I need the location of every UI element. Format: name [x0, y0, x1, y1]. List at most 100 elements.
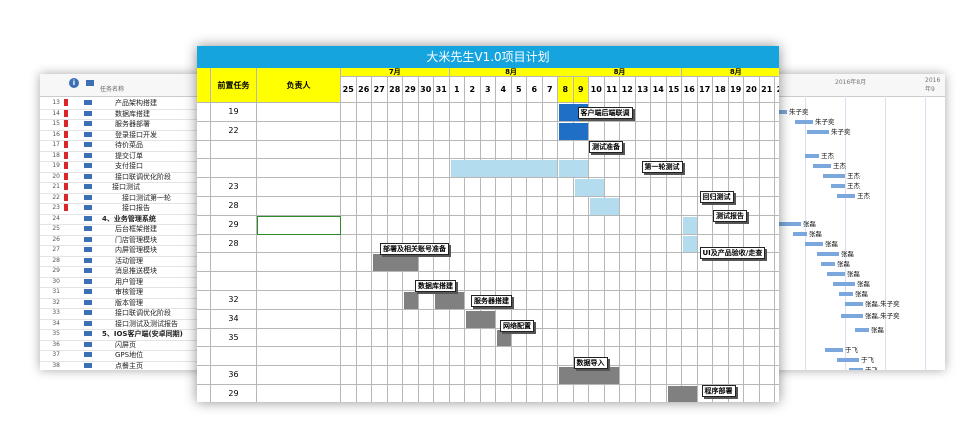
- date-cell[interactable]: [434, 385, 450, 402]
- date-cell[interactable]: [465, 178, 481, 197]
- date-cell[interactable]: [480, 197, 496, 216]
- date-cell[interactable]: [434, 197, 450, 216]
- date-cell[interactable]: [744, 328, 760, 348]
- date-cell[interactable]: [480, 253, 496, 273]
- date-cell[interactable]: [620, 197, 636, 216]
- date-cell[interactable]: [697, 291, 713, 310]
- date-cell[interactable]: [728, 272, 744, 291]
- date-cell[interactable]: [434, 328, 450, 348]
- date-cell[interactable]: [728, 253, 744, 273]
- date-cell[interactable]: [372, 291, 388, 310]
- date-cell[interactable]: [713, 328, 729, 348]
- date-cell[interactable]: [635, 103, 651, 122]
- date-cell[interactable]: [480, 103, 496, 122]
- date-cell[interactable]: [356, 328, 372, 348]
- date-cell[interactable]: [635, 197, 651, 216]
- date-cell[interactable]: [759, 328, 775, 348]
- owner-cell[interactable]: [257, 159, 341, 179]
- owner-cell[interactable]: [257, 121, 341, 141]
- date-cell[interactable]: [728, 121, 744, 141]
- date-cell[interactable]: [635, 347, 651, 367]
- date-cell[interactable]: [759, 103, 775, 122]
- date-cell[interactable]: [744, 291, 760, 310]
- date-cell[interactable]: [697, 121, 713, 141]
- date-cell[interactable]: [697, 140, 713, 160]
- gantt-bar[interactable]: [845, 302, 863, 306]
- date-cell[interactable]: [729, 385, 744, 402]
- date-cell[interactable]: [511, 347, 527, 367]
- date-cell[interactable]: [589, 253, 605, 273]
- date-cell[interactable]: [387, 197, 403, 216]
- date-cell[interactable]: [635, 140, 651, 160]
- date-cell[interactable]: [666, 366, 682, 385]
- date-cell[interactable]: [496, 234, 512, 254]
- date-cell[interactable]: [620, 347, 636, 367]
- date-cell[interactable]: [682, 385, 698, 402]
- date-cell[interactable]: [666, 197, 682, 216]
- date-cell[interactable]: [713, 366, 729, 385]
- date-cell[interactable]: [403, 197, 419, 216]
- date-cell[interactable]: [682, 234, 698, 254]
- date-cell[interactable]: [449, 272, 465, 291]
- date-cell[interactable]: [542, 272, 558, 291]
- date-cell[interactable]: [682, 272, 698, 291]
- date-cell[interactable]: [434, 309, 450, 329]
- date-cell[interactable]: [682, 103, 698, 122]
- date-cell[interactable]: [372, 366, 388, 385]
- date-cell[interactable]: [728, 178, 744, 197]
- date-cell[interactable]: [620, 215, 636, 235]
- date-cell[interactable]: [697, 215, 713, 235]
- schedule-bar[interactable]: [497, 329, 511, 347]
- date-cell[interactable]: [620, 291, 636, 310]
- date-cell[interactable]: [496, 253, 512, 273]
- pred-cell[interactable]: 34: [211, 309, 257, 329]
- date-cell[interactable]: [465, 234, 481, 254]
- owner-cell[interactable]: [257, 328, 341, 348]
- date-cell[interactable]: [372, 121, 388, 141]
- date-cell[interactable]: [697, 328, 713, 348]
- pred-cell[interactable]: 35: [211, 328, 257, 348]
- date-cell[interactable]: [713, 121, 729, 141]
- date-cell[interactable]: [480, 309, 496, 329]
- date-cell[interactable]: [744, 140, 760, 160]
- date-cell[interactable]: [511, 178, 527, 197]
- date-cell[interactable]: [418, 178, 434, 197]
- date-cell[interactable]: [449, 103, 465, 122]
- date-cell[interactable]: [635, 366, 651, 385]
- date-cell[interactable]: [682, 121, 698, 141]
- date-cell[interactable]: [713, 140, 729, 160]
- date-cell[interactable]: [465, 215, 481, 235]
- date-cell[interactable]: [604, 366, 620, 385]
- date-cell[interactable]: [481, 385, 496, 402]
- date-cell[interactable]: [480, 234, 496, 254]
- date-cell[interactable]: [356, 291, 372, 310]
- date-cell[interactable]: [682, 140, 698, 160]
- date-cell[interactable]: [465, 366, 481, 385]
- gantt-bar[interactable]: [813, 164, 831, 168]
- schedule-bar[interactable]: [683, 216, 697, 234]
- date-cell[interactable]: [682, 347, 698, 367]
- date-cell[interactable]: [635, 309, 651, 329]
- date-cell[interactable]: [728, 140, 744, 160]
- date-cell[interactable]: [666, 121, 682, 141]
- date-cell[interactable]: [511, 140, 527, 160]
- owner-cell[interactable]: [257, 272, 341, 291]
- date-cell[interactable]: [511, 103, 527, 122]
- schedule-bar[interactable]: [466, 310, 495, 328]
- owner-cell[interactable]: [257, 309, 341, 329]
- gantt-bar[interactable]: [825, 348, 843, 352]
- date-cell[interactable]: [651, 272, 667, 291]
- date-cell[interactable]: [635, 178, 651, 197]
- date-cell[interactable]: [728, 347, 744, 367]
- date-cell[interactable]: [620, 309, 636, 329]
- date-cell[interactable]: [759, 234, 775, 254]
- date-cell[interactable]: [387, 215, 403, 235]
- gantt-bar[interactable]: [793, 232, 807, 236]
- date-cell[interactable]: [635, 253, 651, 273]
- date-cell[interactable]: [573, 197, 589, 216]
- date-cell[interactable]: [775, 197, 779, 216]
